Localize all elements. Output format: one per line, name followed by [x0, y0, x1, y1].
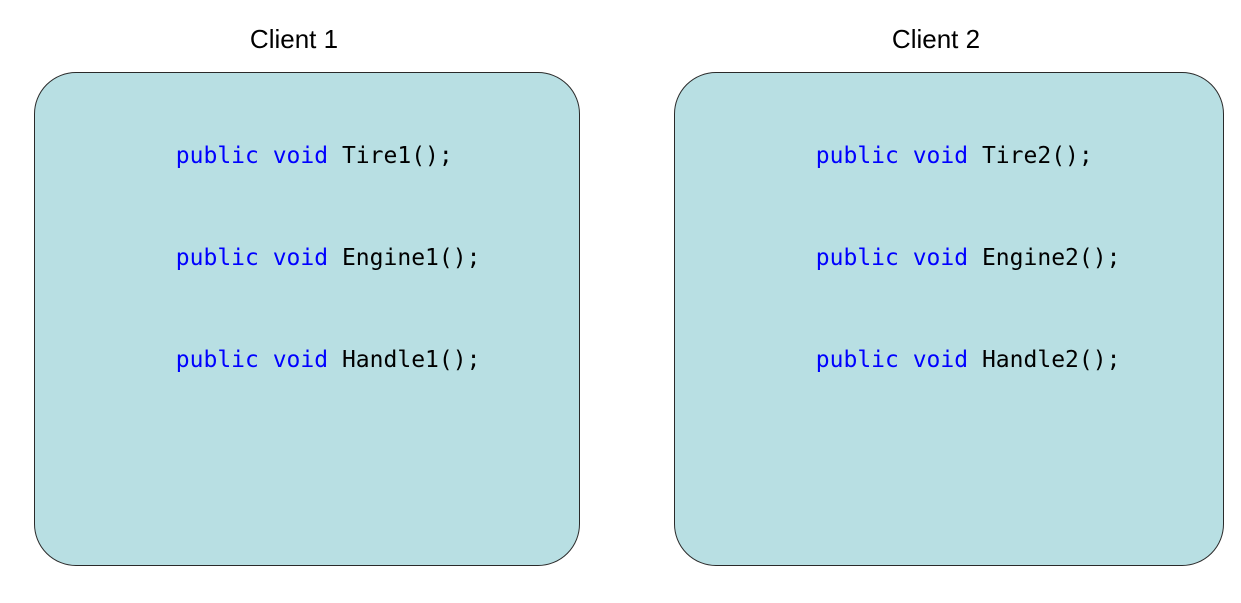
- method-signature-row: public void Tire2();: [705, 105, 1209, 207]
- method-modifier-keyword: public void: [815, 245, 982, 271]
- method-name: Handle1();: [341, 347, 481, 373]
- method-name: Engine1();: [341, 245, 481, 271]
- method-list-client-1: public void Tire1(); public void Engine1…: [65, 105, 565, 411]
- method-signature-row: public void Handle1();: [65, 309, 565, 411]
- group-title-client-1: Client 1: [249, 24, 339, 54]
- component-box-client-2[interactable]: public void Tire2(); public void Engine2…: [674, 72, 1224, 566]
- method-name: Engine2();: [981, 245, 1121, 271]
- method-list-client-2: public void Tire2(); public void Engine2…: [705, 105, 1209, 411]
- method-name: Tire2();: [981, 143, 1093, 169]
- method-modifier-keyword: public void: [175, 143, 342, 169]
- group-title-client-2: Client 2: [891, 24, 981, 54]
- method-modifier-keyword: public void: [815, 143, 982, 169]
- component-box-client-1[interactable]: public void Tire1(); public void Engine1…: [34, 72, 580, 566]
- method-modifier-keyword: public void: [175, 245, 342, 271]
- method-signature-row: public void Handle2();: [705, 309, 1209, 411]
- method-modifier-keyword: public void: [815, 347, 982, 373]
- method-modifier-keyword: public void: [175, 347, 342, 373]
- method-name: Handle2();: [981, 347, 1121, 373]
- method-signature-row: public void Engine1();: [65, 207, 565, 309]
- method-signature-row: public void Engine2();: [705, 207, 1209, 309]
- method-name: Tire1();: [341, 143, 453, 169]
- method-signature-row: public void Tire1();: [65, 105, 565, 207]
